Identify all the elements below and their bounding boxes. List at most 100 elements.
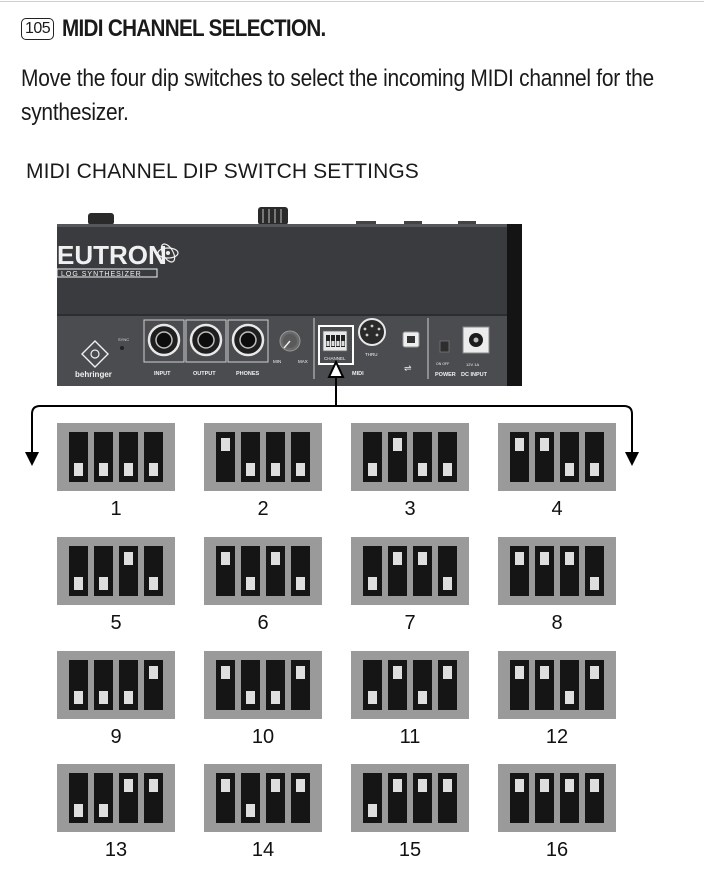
knob-min-label: MIN — [273, 359, 281, 364]
switch-lever-up — [565, 552, 574, 565]
switch-lever-up — [221, 438, 230, 451]
dip-switch-1 — [363, 773, 382, 823]
switch-lever-up — [540, 438, 549, 451]
sync-label: SYNC — [118, 337, 129, 342]
switch-lever-down — [565, 691, 574, 704]
switch-lever-down — [74, 577, 83, 590]
switch-lever-down — [368, 804, 377, 817]
dip-switch-1 — [510, 546, 529, 596]
switch-lever-up — [296, 779, 305, 792]
dip-switch-4 — [144, 773, 163, 823]
dip-switch-4 — [585, 432, 604, 482]
logo-text: EUTRON — [57, 240, 167, 270]
switch-lever-down — [149, 463, 158, 476]
switch-lever-up — [590, 779, 599, 792]
dip-switch-1 — [216, 773, 235, 823]
dip-switch-4 — [291, 546, 310, 596]
channel-label: 14 — [251, 839, 275, 861]
switch-lever-up — [271, 552, 280, 565]
thru-label: THRU — [365, 352, 378, 357]
power-section: ON OFF POWER 12V 1A DC INPUT — [435, 326, 490, 378]
switch-lever-up — [540, 779, 549, 792]
switch-lever-up — [565, 779, 574, 792]
distribution-bracket — [25, 405, 639, 466]
dip-switch-3 — [413, 773, 432, 823]
dip-switch-3 — [119, 546, 138, 596]
dip-switch-4 — [144, 432, 163, 482]
switch-lever-down — [124, 691, 133, 704]
dip-switch-3 — [119, 660, 138, 710]
switch-lever-up — [515, 666, 524, 679]
dip-switch-1 — [69, 660, 88, 710]
channel-label: 6 — [257, 612, 269, 634]
switch-lever-down — [124, 463, 133, 476]
phones-volume-knob: MIN MAX — [273, 330, 308, 364]
dip-switch-2 — [241, 660, 260, 710]
dip-switch-3 — [560, 773, 579, 823]
switch-lever-down — [368, 577, 377, 590]
brand-text: behringer — [75, 370, 112, 379]
dip-switch-3 — [266, 660, 285, 710]
channel-label: 15 — [398, 839, 422, 861]
switch-lever-down — [99, 804, 108, 817]
dip-switch-3 — [413, 660, 432, 710]
power-label: POWER — [435, 372, 456, 378]
dip-switch-2 — [535, 773, 554, 823]
dip-switch-2 — [94, 660, 113, 710]
midi-label: MIDI — [352, 371, 364, 377]
dip-switch-3 — [266, 432, 285, 482]
channel-label: 16 — [545, 839, 569, 861]
dip-switch-4 — [144, 546, 163, 596]
dip-switch-2 — [535, 432, 554, 482]
switch-lever-down — [418, 463, 427, 476]
dip-switch-1 — [216, 432, 235, 482]
dip-switch-2 — [388, 660, 407, 710]
arrow-left-down-icon — [25, 452, 39, 466]
dip-switch-1 — [363, 432, 382, 482]
dip-switch-4 — [291, 660, 310, 710]
dip-switch-setting — [351, 764, 469, 832]
dip-switch-setting — [498, 423, 616, 491]
jack-label-input: INPUT — [154, 371, 171, 377]
switch-lever-up — [540, 552, 549, 565]
dip-switch-3 — [560, 660, 579, 710]
top-knobs — [88, 207, 476, 225]
midi-din-port — [358, 318, 386, 346]
switch-lever-up — [443, 666, 452, 679]
dip-switch-setting — [204, 764, 322, 832]
dip-switch-2 — [535, 660, 554, 710]
dip-switch-1 — [216, 660, 235, 710]
dip-switch-setting — [204, 537, 322, 605]
dip-switch-setting — [498, 651, 616, 719]
switch-lever-up — [393, 666, 402, 679]
dip-switch-1 — [69, 546, 88, 596]
switch-lever-up — [221, 666, 230, 679]
switch-lever-down — [149, 577, 158, 590]
dc-spec-label: 12V 1A — [466, 362, 479, 367]
channel-label: 4 — [551, 498, 563, 520]
switch-lever-up — [271, 779, 280, 792]
audio-jacks: INPUT OUTPUT PHONES — [143, 319, 269, 377]
jack-label-phones: PHONES — [236, 371, 260, 377]
dip-switch-setting — [57, 537, 175, 605]
side-bracket — [507, 224, 522, 386]
dip-switch-1 — [69, 773, 88, 823]
dip-switch-2 — [388, 773, 407, 823]
section-title: MIDI CHANNEL SELECTION. — [62, 15, 326, 42]
dip-switch-2 — [94, 432, 113, 482]
dip-switch-1 — [510, 660, 529, 710]
switch-lever-up — [393, 779, 402, 792]
dip-switch-4 — [291, 773, 310, 823]
switch-lever-down — [74, 691, 83, 704]
switch-lever-up — [418, 779, 427, 792]
channel-label: 11 — [399, 726, 421, 748]
dip-switch-3 — [119, 773, 138, 823]
dip-switch-setting — [498, 764, 616, 832]
switch-lever-up — [590, 666, 599, 679]
switch-lever-down — [246, 577, 255, 590]
jack-label-output: OUTPUT — [193, 371, 216, 377]
power-switch — [439, 340, 450, 353]
switch-lever-down — [590, 463, 599, 476]
power-on-off-label: ON OFF — [436, 362, 449, 366]
dip-switch-setting — [57, 651, 175, 719]
